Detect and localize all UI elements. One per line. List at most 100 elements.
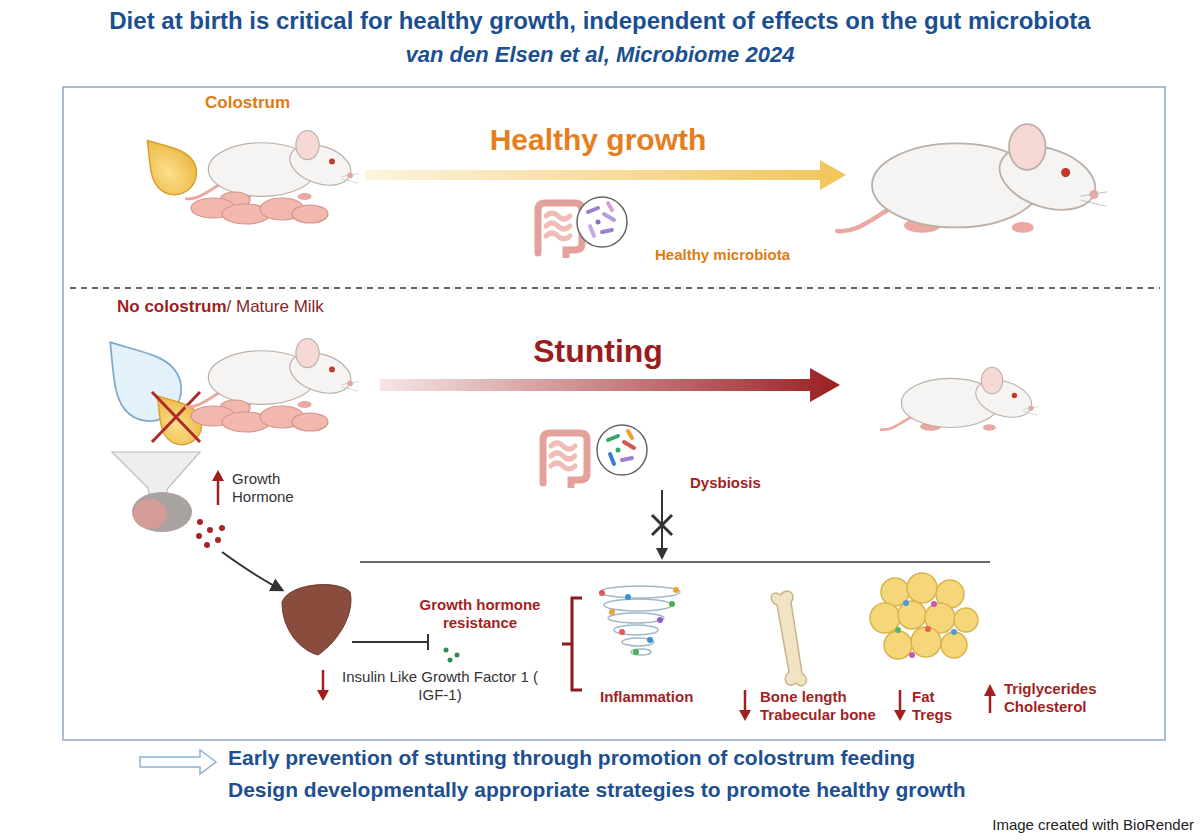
conclusion-text: Early prevention of stunting through pro… — [228, 745, 915, 771]
fat-cell — [898, 601, 926, 629]
microbe-circle — [577, 197, 627, 247]
immune-cells — [895, 600, 957, 658]
dot — [444, 648, 449, 653]
dot — [673, 587, 679, 593]
microbe — [622, 458, 632, 460]
pup — [292, 413, 328, 431]
down-arrow — [322, 670, 325, 692]
fat-cell — [925, 603, 955, 633]
arrow-label: Healthy growth — [490, 122, 707, 159]
dot — [204, 542, 210, 548]
dot — [219, 525, 225, 531]
inflammation-swirl — [600, 586, 680, 655]
pups — [191, 192, 328, 224]
stunted-mouse — [881, 367, 1039, 430]
outcome-label: Bone length Trabecular bone — [760, 688, 895, 725]
swirl — [631, 649, 651, 655]
dot — [207, 527, 213, 533]
microbe — [604, 214, 614, 220]
microbe — [624, 442, 634, 448]
credit-note: Image created with BioRender — [992, 816, 1194, 834]
liver — [282, 585, 351, 655]
microbe — [596, 220, 601, 225]
swirl — [608, 613, 664, 623]
fat-cell — [870, 603, 900, 633]
divider — [70, 287, 1160, 289]
microbe — [590, 226, 594, 236]
conclusion-text: Design developmentally appropriate strat… — [228, 777, 965, 803]
down-arrow — [744, 690, 747, 712]
microbiota-label: Healthy microbiota — [655, 246, 790, 264]
dot — [455, 653, 460, 658]
pup — [292, 205, 328, 223]
pups — [191, 400, 328, 432]
dot — [215, 537, 221, 543]
dot — [951, 629, 957, 635]
arrow-head — [656, 548, 668, 560]
microbe — [608, 436, 618, 440]
dot — [609, 609, 615, 615]
pituitary-anterior — [133, 499, 167, 529]
dot — [903, 600, 909, 606]
dot — [599, 590, 605, 596]
microbes — [588, 203, 614, 236]
microbes — [608, 431, 634, 464]
fat-cell — [881, 578, 909, 606]
pituitary — [132, 492, 192, 532]
mother-mouse — [186, 131, 359, 200]
mechanism-label: Growth hormone resistance — [395, 596, 565, 633]
dot — [625, 594, 631, 600]
gut-icon — [538, 203, 582, 256]
stunting-arrow — [380, 368, 840, 402]
dot — [619, 629, 625, 635]
down-arrow — [661, 490, 663, 550]
growth-arrow — [365, 160, 846, 190]
microbe — [608, 203, 612, 210]
dot — [909, 652, 915, 658]
diet-label: Colostrum — [205, 93, 290, 114]
microbe — [628, 431, 632, 438]
microbe-circle — [597, 425, 647, 475]
dot — [895, 627, 901, 633]
fat-cell — [907, 573, 937, 603]
dot — [196, 533, 202, 539]
microbiota-label: Dysbiosis — [690, 474, 761, 492]
dot — [925, 626, 931, 632]
hormone-label: Growth Hormone — [232, 470, 312, 507]
healthy-mouse — [837, 124, 1107, 233]
curved-arrow — [222, 552, 282, 590]
swirl — [600, 586, 680, 598]
title: Diet at birth is critical for healthy gr… — [109, 6, 1090, 35]
arrow-head — [739, 710, 751, 721]
bracket — [562, 598, 582, 690]
mother-mouse — [186, 339, 359, 408]
arrow-head — [212, 470, 224, 481]
arrow-head — [984, 684, 996, 696]
fat-cell — [884, 631, 912, 659]
fat-cell — [954, 608, 978, 632]
dot — [197, 519, 203, 525]
gut-icon — [543, 433, 587, 486]
hormone-label: Insulin Like Growth Factor 1 ( IGF-1) — [335, 668, 545, 705]
drop-shape — [131, 126, 206, 203]
microbe — [588, 208, 598, 212]
hormone-dots — [196, 519, 225, 548]
down-arrow — [899, 690, 902, 712]
fat-cell — [941, 632, 967, 658]
up-arrow — [989, 694, 992, 713]
swirl — [614, 625, 658, 635]
bone — [771, 591, 806, 686]
swirl — [604, 599, 672, 611]
dot — [669, 601, 675, 607]
block-mark — [652, 515, 672, 535]
dot — [448, 658, 453, 663]
arrow-head — [317, 690, 329, 701]
dot — [931, 601, 937, 607]
diet-label: / Mature Milk — [227, 297, 324, 318]
dot — [633, 649, 639, 655]
frame — [63, 87, 1165, 740]
diet-label: No colostrum — [117, 297, 227, 318]
outcome-label: Fat Tregs — [912, 688, 964, 725]
outcome-label: Triglycerides Cholesterol — [1004, 680, 1119, 717]
